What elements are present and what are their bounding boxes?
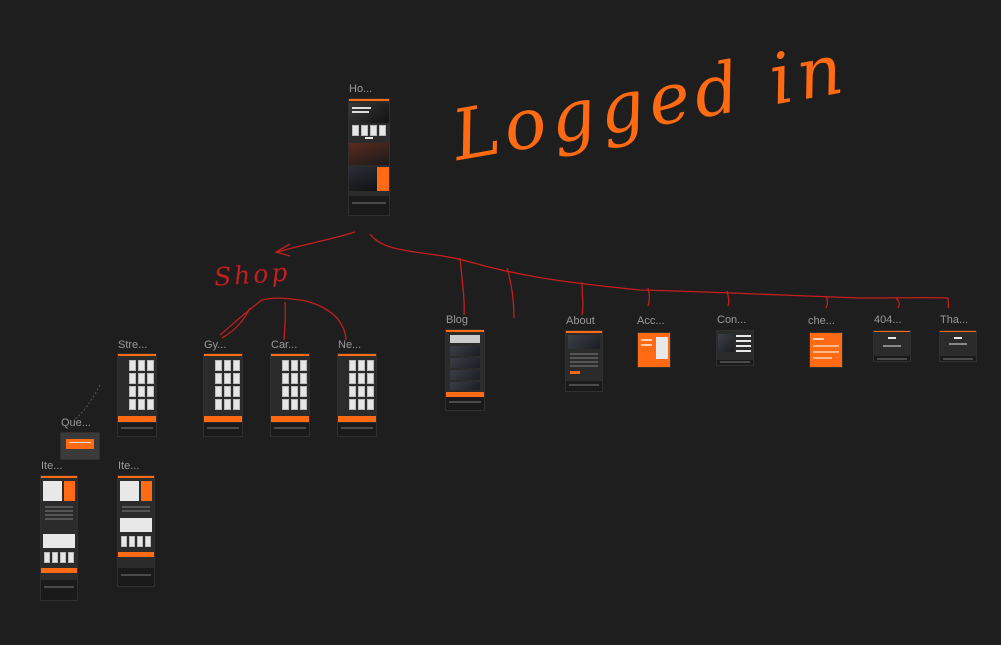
frame-item-1-thumbnail[interactable] bbox=[41, 476, 77, 600]
frame-account-thumbnail[interactable] bbox=[638, 333, 670, 367]
frame-label-item-1[interactable]: Ite... bbox=[41, 460, 63, 472]
home-promo-banner bbox=[349, 143, 389, 165]
logged-in-annotation: Logged in bbox=[444, 27, 853, 177]
frame-label-streetwear[interactable]: Stre... bbox=[118, 339, 148, 351]
about-connector bbox=[581, 281, 584, 316]
frame-label-about[interactable]: About bbox=[566, 315, 595, 327]
account-login-form bbox=[655, 337, 669, 359]
home-to-shop-connector bbox=[277, 231, 356, 253]
streetwear-product-grid bbox=[129, 360, 154, 410]
frame-gym-thumbnail[interactable] bbox=[204, 354, 242, 436]
frame-label-new[interactable]: Ne... bbox=[338, 339, 362, 351]
frame-item-2-thumbnail[interactable] bbox=[118, 476, 154, 586]
frame-label-account[interactable]: Acc... bbox=[637, 315, 665, 327]
frame-label-thanks[interactable]: Tha... bbox=[940, 314, 969, 326]
frame-home-thumbnail[interactable] bbox=[349, 99, 389, 215]
frame-cardio-thumbnail[interactable] bbox=[271, 354, 309, 436]
branch-connector bbox=[506, 267, 515, 319]
quickview-connector bbox=[73, 384, 101, 421]
frame-label-quickview[interactable]: Que... bbox=[61, 417, 91, 429]
checkout-connector bbox=[825, 295, 829, 309]
shop-arrowhead bbox=[274, 243, 291, 257]
frame-label-gym[interactable]: Gy... bbox=[204, 339, 227, 351]
404-connector bbox=[895, 297, 900, 309]
frame-blog-thumbnail[interactable] bbox=[446, 330, 484, 410]
frame-contact-thumbnail[interactable] bbox=[717, 331, 753, 365]
home-to-pages-connector bbox=[369, 233, 949, 299]
item-2-video-block bbox=[120, 518, 152, 532]
frame-label-home[interactable]: Ho... bbox=[349, 83, 373, 95]
frame-label-contact[interactable]: Con... bbox=[717, 314, 747, 326]
home-feature-cta bbox=[377, 167, 389, 191]
home-category-grid bbox=[352, 125, 386, 136]
shop-tree-connector bbox=[219, 297, 347, 341]
home-nav-bar bbox=[349, 99, 389, 101]
blog-header-image bbox=[449, 335, 481, 343]
frame-quickview-thumbnail[interactable] bbox=[61, 433, 99, 459]
frame-label-checkout[interactable]: che... bbox=[808, 315, 835, 327]
frame-404-thumbnail[interactable] bbox=[874, 331, 910, 361]
frame-label-404[interactable]: 404... bbox=[874, 314, 902, 326]
frame-checkout-thumbnail[interactable] bbox=[810, 333, 842, 367]
account-connector bbox=[647, 287, 651, 307]
frame-new-thumbnail[interactable] bbox=[338, 354, 376, 436]
new-product-grid bbox=[349, 360, 374, 410]
frame-label-cardio[interactable]: Car... bbox=[271, 339, 298, 351]
item-1-video-block bbox=[43, 534, 75, 548]
quickview-modal bbox=[65, 439, 95, 449]
frame-thanks-thumbnail[interactable] bbox=[940, 331, 976, 361]
blog-post-image bbox=[449, 346, 481, 356]
frame-label-blog[interactable]: Blog bbox=[446, 314, 469, 326]
item-1-buy-panel bbox=[64, 481, 75, 501]
streetwear-filter-sidebar bbox=[119, 360, 127, 408]
contact-map-image bbox=[718, 334, 734, 352]
item-1-product-image bbox=[43, 481, 62, 501]
contact-connector bbox=[726, 290, 730, 307]
gym-product-grid bbox=[215, 360, 240, 410]
frame-streetwear-thumbnail[interactable] bbox=[118, 354, 156, 436]
cardio-connector bbox=[283, 301, 287, 341]
item-2-product-image bbox=[120, 481, 139, 501]
home-footer bbox=[349, 196, 389, 215]
cardio-product-grid bbox=[282, 360, 307, 410]
shop-annotation: Shop bbox=[213, 258, 291, 292]
frame-label-item-2[interactable]: Ite... bbox=[118, 460, 140, 472]
home-hero-image bbox=[349, 103, 389, 123]
home-feature-image bbox=[349, 167, 377, 191]
frame-about-thumbnail[interactable] bbox=[566, 331, 602, 391]
item-2-buy-panel bbox=[141, 481, 152, 501]
gym-connector bbox=[221, 307, 251, 339]
about-hero-image bbox=[568, 335, 600, 349]
blog-connector bbox=[459, 257, 465, 316]
flow-connectors bbox=[219, 231, 950, 341]
